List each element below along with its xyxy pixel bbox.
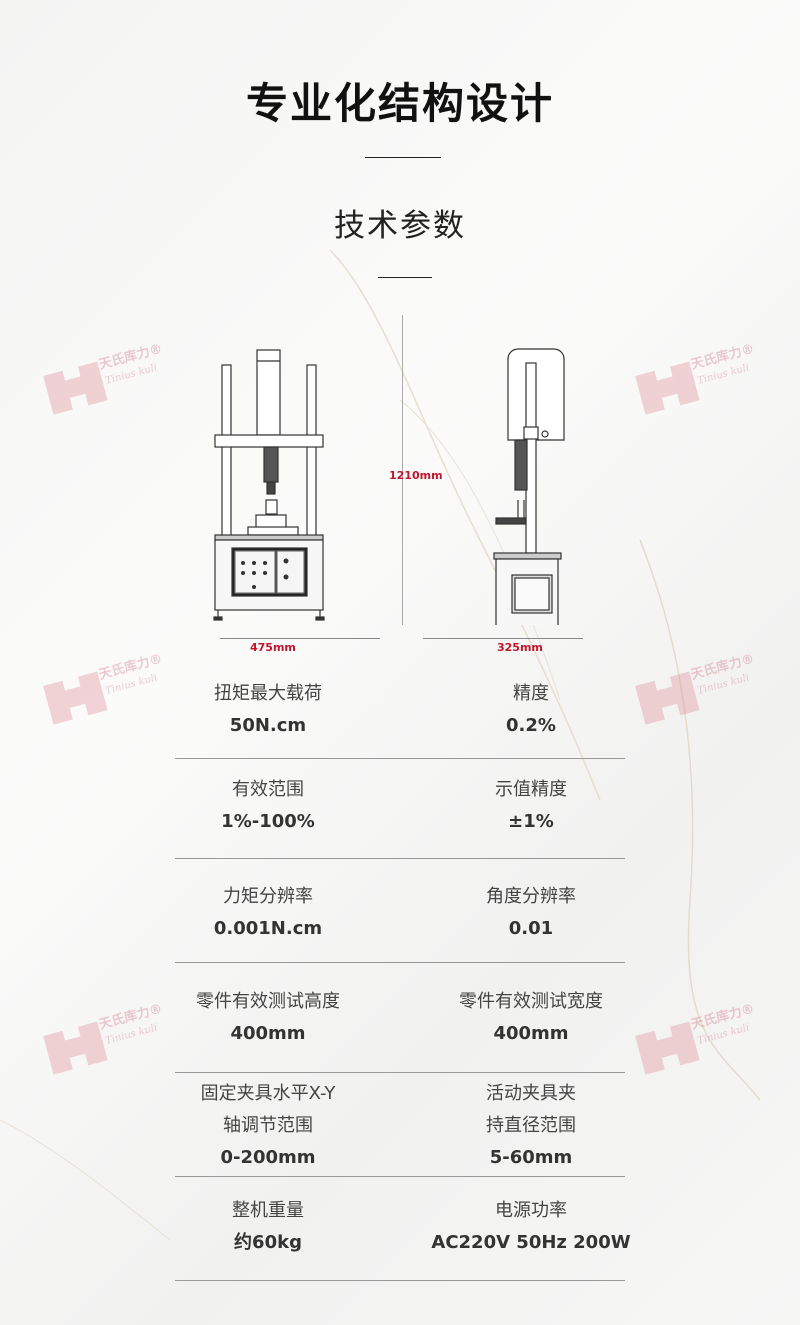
watermark-logo: 天氏库力®Tinius kuli [40, 650, 170, 725]
spec-label: 扭矩最大载荷 [214, 683, 322, 704]
row-divider [175, 1280, 625, 1281]
front-view-drawing [213, 349, 325, 621]
title-divider [365, 157, 441, 158]
spec-value: 50N.cm [229, 715, 307, 736]
spec-label: 固定夹具水平X-Y [200, 1083, 336, 1104]
spec-value: 0.2% [506, 715, 556, 736]
spec-label: 整机重量 [232, 1200, 304, 1221]
row-divider [175, 758, 625, 759]
watermark-logo: 天氏库力®Tinius kuli [632, 340, 762, 415]
watermark-logo: 天氏库力®Tinius kuli [632, 650, 762, 725]
spec-cell: 示值精度 ±1% [401, 774, 661, 838]
spec-cell: 角度分辨率 0.01 [401, 881, 661, 945]
spec-value: 400mm [493, 1023, 569, 1044]
row-divider [175, 962, 625, 963]
spec-value: ±1% [508, 811, 554, 832]
spec-label: 示值精度 [495, 779, 567, 800]
section-subtitle: 技术参数 [334, 208, 466, 244]
front-width-line [220, 638, 380, 639]
side-width-line [423, 638, 583, 639]
spec-value: 0-200mm [220, 1147, 316, 1168]
spec-cell: 固定夹具水平X-Y 轴调节范围 0-200mm [138, 1078, 398, 1174]
side-view-drawing [493, 348, 565, 625]
spec-cell: 电源功率 AC220V 50Hz 200W [401, 1195, 661, 1259]
spec-label: 电源功率 [495, 1200, 567, 1221]
spec-label: 零件有效测试宽度 [459, 991, 603, 1012]
spec-value: 0.001N.cm [213, 918, 323, 939]
spec-label: 轴调节范围 [223, 1115, 313, 1136]
spec-cell: 零件有效测试宽度 400mm [401, 986, 661, 1050]
spec-value: 约60kg [234, 1232, 302, 1253]
spec-label: 精度 [513, 683, 549, 704]
spec-cell: 有效范围 1%-100% [138, 774, 398, 838]
page-title: 专业化结构设计 [245, 79, 554, 128]
spec-value: 0.01 [508, 918, 554, 939]
spec-cell: 精度 0.2% [401, 678, 661, 742]
watermark-logo: 天氏库力®Tinius kuli [40, 340, 170, 415]
watermark-logo: 天氏库力®Tinius kuli [632, 1000, 762, 1075]
side-width-label: 325mm [497, 641, 543, 654]
height-label: 1210mm [389, 469, 443, 482]
row-divider [175, 1072, 625, 1073]
spec-value: 400mm [230, 1023, 306, 1044]
watermark-logo: 天氏库力®Tinius kuli [40, 1000, 170, 1075]
spec-label: 活动夹具夹 [486, 1083, 576, 1104]
spec-label: 有效范围 [232, 779, 304, 800]
spec-label: 力矩分辨率 [223, 886, 313, 907]
spec-value: 1%-100% [221, 811, 315, 832]
spec-label: 持直径范围 [486, 1115, 576, 1136]
row-divider [175, 858, 625, 859]
spec-label: 零件有效测试高度 [196, 991, 340, 1012]
spec-cell: 活动夹具夹持直径范围 5-60mm [401, 1078, 661, 1174]
spec-cell: 力矩分辨率 0.001N.cm [138, 881, 398, 945]
spec-cell: 零件有效测试高度 400mm [138, 986, 398, 1050]
spec-label: 角度分辨率 [486, 886, 576, 907]
spec-value: 5-60mm [489, 1147, 573, 1168]
spec-value: AC220V 50Hz 200W [431, 1232, 631, 1253]
front-width-label: 475mm [250, 641, 296, 654]
spec-cell: 整机重量约60kg [138, 1195, 398, 1259]
spec-cell: 扭矩最大载荷 50N.cm [138, 678, 398, 742]
row-divider [175, 1176, 625, 1177]
subtitle-divider [378, 277, 432, 278]
height-line [402, 315, 403, 625]
